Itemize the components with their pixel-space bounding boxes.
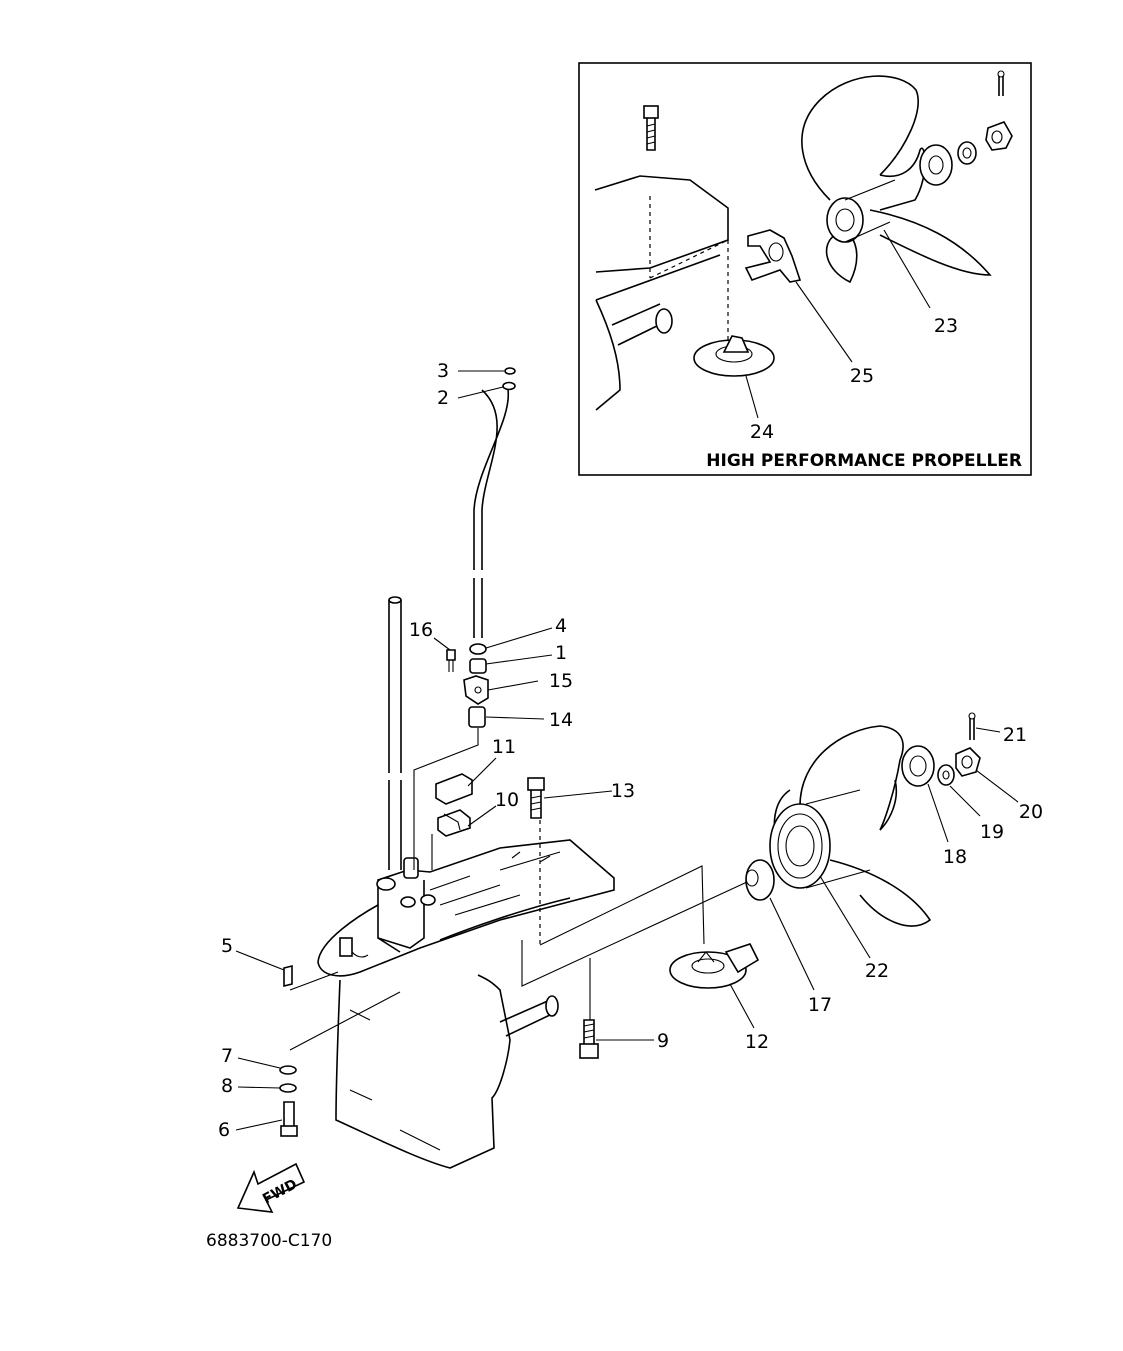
inset-border: [578, 62, 1032, 476]
callout-17: 17: [808, 994, 832, 1016]
callout-19: 19: [980, 821, 1004, 843]
plates-10-11: [435, 773, 473, 837]
inset-hardware: [919, 70, 1013, 186]
part-1-seal: [469, 658, 487, 674]
shift-rod-hardware: [446, 643, 489, 728]
part-10-plate: [437, 809, 471, 837]
callout-5: 5: [221, 935, 233, 957]
washer-17: [745, 859, 775, 901]
part-4-grommet: [469, 643, 487, 655]
fwd-arrow: FWD: [236, 1162, 306, 1213]
callout-18: 18: [943, 846, 967, 868]
callout-14: 14: [549, 709, 573, 731]
assembly-lines: [289, 728, 761, 1051]
leader-25: [795, 281, 853, 363]
shift-rod: [473, 381, 516, 638]
callout-22: 22: [865, 960, 889, 982]
part-3-washer: [504, 367, 516, 375]
leader-24: [745, 375, 759, 419]
inset-anode-24: [693, 335, 775, 377]
leaders: [235, 370, 1019, 1131]
callout-6: 6: [218, 1119, 230, 1141]
callout-21: 21: [1003, 724, 1027, 746]
part-6-bolt: [283, 1101, 295, 1129]
callout-13: 13: [611, 780, 635, 802]
inset-title: HIGH PERFORMANCE PROPELLER: [706, 451, 1022, 471]
inset-washer-25: [744, 229, 802, 283]
prop-hardware: [901, 712, 981, 787]
inset-gearcase: [594, 175, 729, 411]
callout-23: 23: [934, 315, 958, 337]
inset-panel: HIGH PERFORMANCE PROPELLER: [578, 62, 1032, 476]
callout-8: 8: [221, 1075, 233, 1097]
propeller-22: [769, 725, 932, 927]
callout-16: 16: [409, 619, 433, 641]
callout-9: 9: [657, 1030, 669, 1052]
bolt-13: [527, 777, 545, 819]
inset-propeller-23: [801, 75, 992, 284]
part-16-screw: [446, 649, 456, 661]
callout-10: 10: [495, 789, 519, 811]
callout-2: 2: [437, 387, 449, 409]
part-14-bushing: [468, 706, 486, 728]
part-6-bolt-head: [280, 1125, 298, 1137]
anode-12: [669, 943, 760, 989]
part-8-washer: [279, 1083, 297, 1093]
callouts: 3 2 4 1 15 14 16 11 10 13 5 7 8 6 9 12 1…: [218, 360, 1043, 1141]
callout-3: 3: [437, 360, 449, 382]
part-11-plate: [435, 773, 473, 805]
drawing-code: 6883700-C170: [206, 1231, 332, 1251]
parts-5-6-7-8: [279, 964, 298, 1137]
callout-15: 15: [549, 670, 573, 692]
inset-bolt: [643, 105, 659, 151]
callout-4: 4: [555, 615, 567, 637]
callout-20: 20: [1019, 801, 1043, 823]
callout-11: 11: [492, 736, 516, 758]
leader-23: [883, 229, 931, 309]
callout-25: 25: [850, 365, 874, 387]
part-7-washer: [279, 1065, 297, 1075]
gearcase-body: [317, 839, 615, 1169]
callout-1: 1: [555, 642, 567, 664]
callout-7: 7: [221, 1045, 233, 1067]
bolt-9: [579, 1019, 599, 1059]
drive-shaft: [388, 596, 402, 870]
part-5-pin: [283, 964, 293, 988]
callout-24: 24: [750, 421, 774, 443]
part-15-lever: [463, 675, 489, 705]
callout-12: 12: [745, 1031, 769, 1053]
